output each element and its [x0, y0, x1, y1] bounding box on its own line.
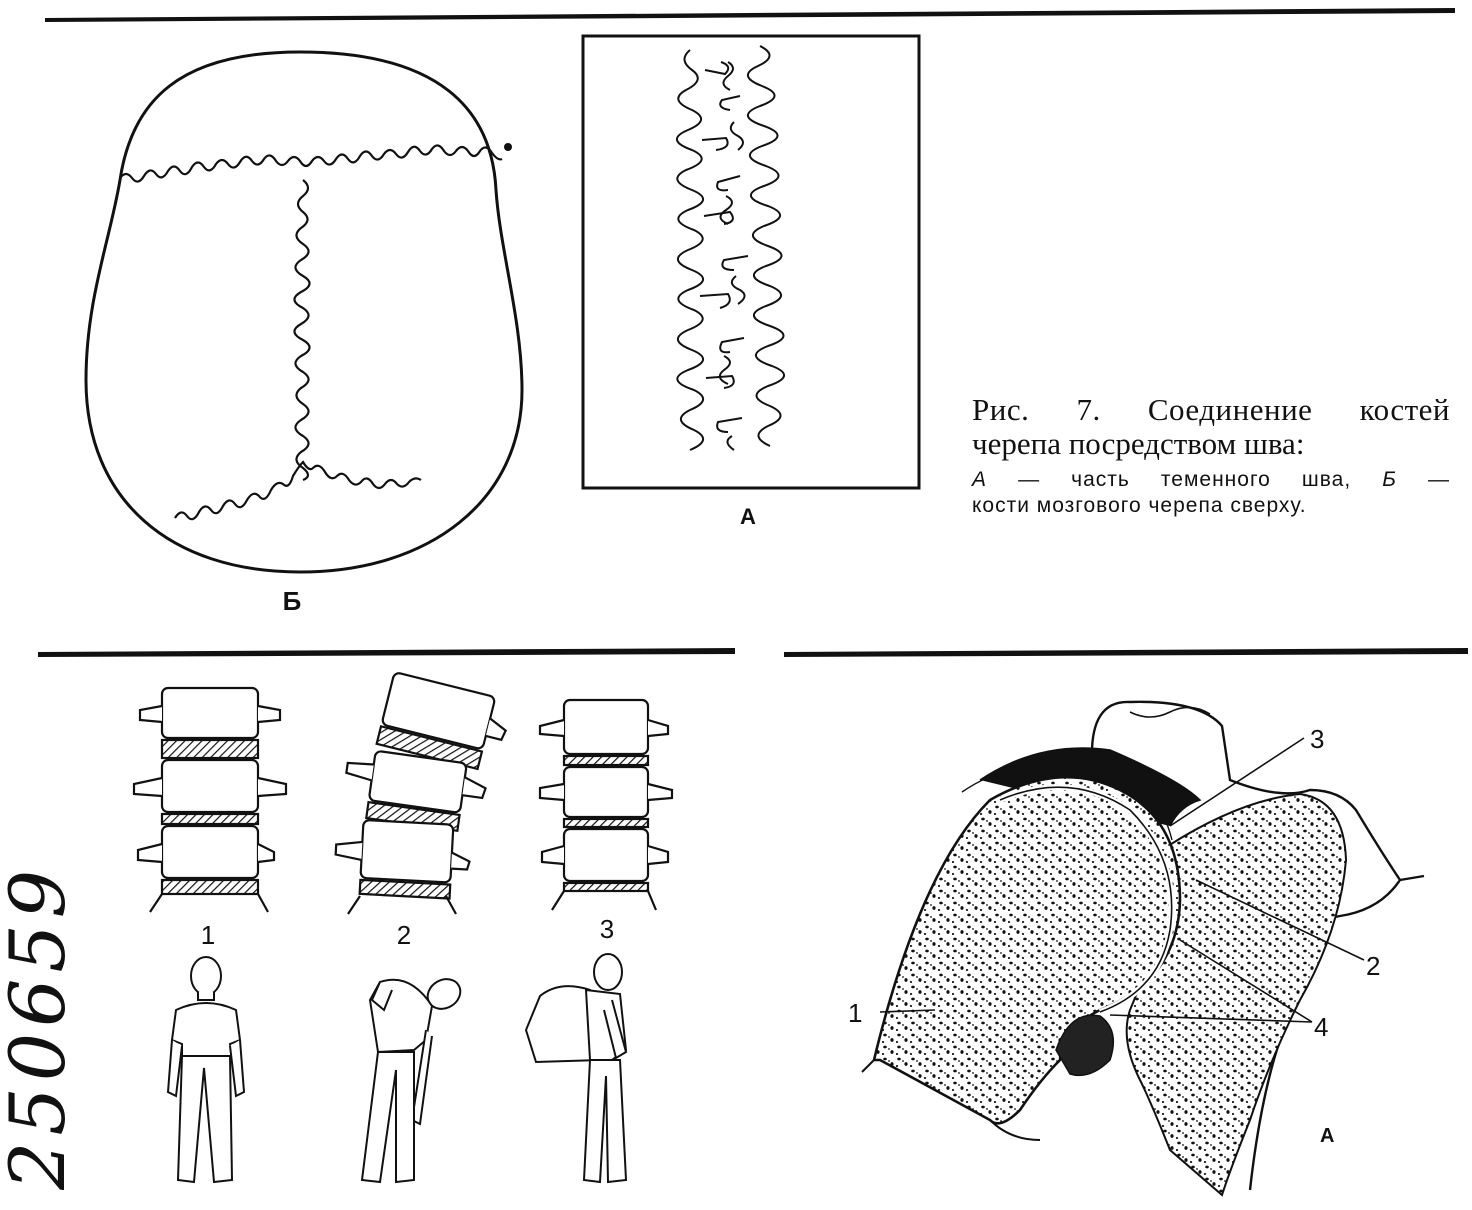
- figure-backpack: [524, 953, 628, 1184]
- coronal-suture: [119, 144, 503, 183]
- joint-panel-label: А: [1320, 1125, 1334, 1147]
- right-section-rule: [784, 648, 1468, 657]
- spine-label-3: 3: [600, 914, 614, 944]
- spine-label-1: 1: [201, 920, 215, 950]
- spine-column-normal: [132, 686, 288, 913]
- joint-label-3: 3: [1310, 724, 1324, 754]
- handwritten-catalogue-number: 250659: [0, 864, 82, 1190]
- spine-column-load: [538, 698, 674, 911]
- legend-a-text: — часть теменного шва,: [987, 468, 1383, 491]
- panel-a-label: А: [740, 504, 756, 529]
- shoulder-joint-section: [861, 700, 1425, 1197]
- spine-column-tilted: [334, 672, 508, 915]
- joint-label-1: 1: [848, 998, 862, 1028]
- lambdoid-suture: [174, 460, 422, 521]
- caption-legend-line-1: А — часть теменного шва, Б —: [972, 467, 1450, 493]
- panel-b-label: Б: [283, 586, 302, 616]
- caption-legend-line-2: кости мозгового черепа сверху.: [972, 494, 1307, 517]
- caption-line-1: Рис. 7. Соединение костей: [972, 392, 1450, 427]
- legend-b-letter: Б: [1382, 468, 1397, 491]
- suture-detail-frame: [581, 34, 921, 490]
- top-rule: [45, 8, 1455, 22]
- joint-label-4: 4: [1314, 1012, 1328, 1042]
- figure-bending: [360, 978, 462, 1184]
- sagittal-suture: [293, 179, 311, 482]
- joint-label-2: 2: [1366, 951, 1380, 981]
- caption-line-2: черепа посредством шва:: [972, 426, 1305, 461]
- printing-speck: [504, 143, 512, 151]
- figure-caption: Рис. 7. Соединение костей черепа посредс…: [972, 393, 1450, 519]
- legend-b-text: —: [1396, 468, 1450, 491]
- spine-label-2: 2: [397, 920, 411, 950]
- left-section-rule: [38, 648, 735, 657]
- skull-top-view: [84, 50, 524, 574]
- parietal-suture-detail: [676, 45, 785, 451]
- legend-a-letter: А: [972, 468, 988, 491]
- figure-standing: [166, 956, 246, 1184]
- catalogue-number-text: 250659: [0, 864, 82, 1190]
